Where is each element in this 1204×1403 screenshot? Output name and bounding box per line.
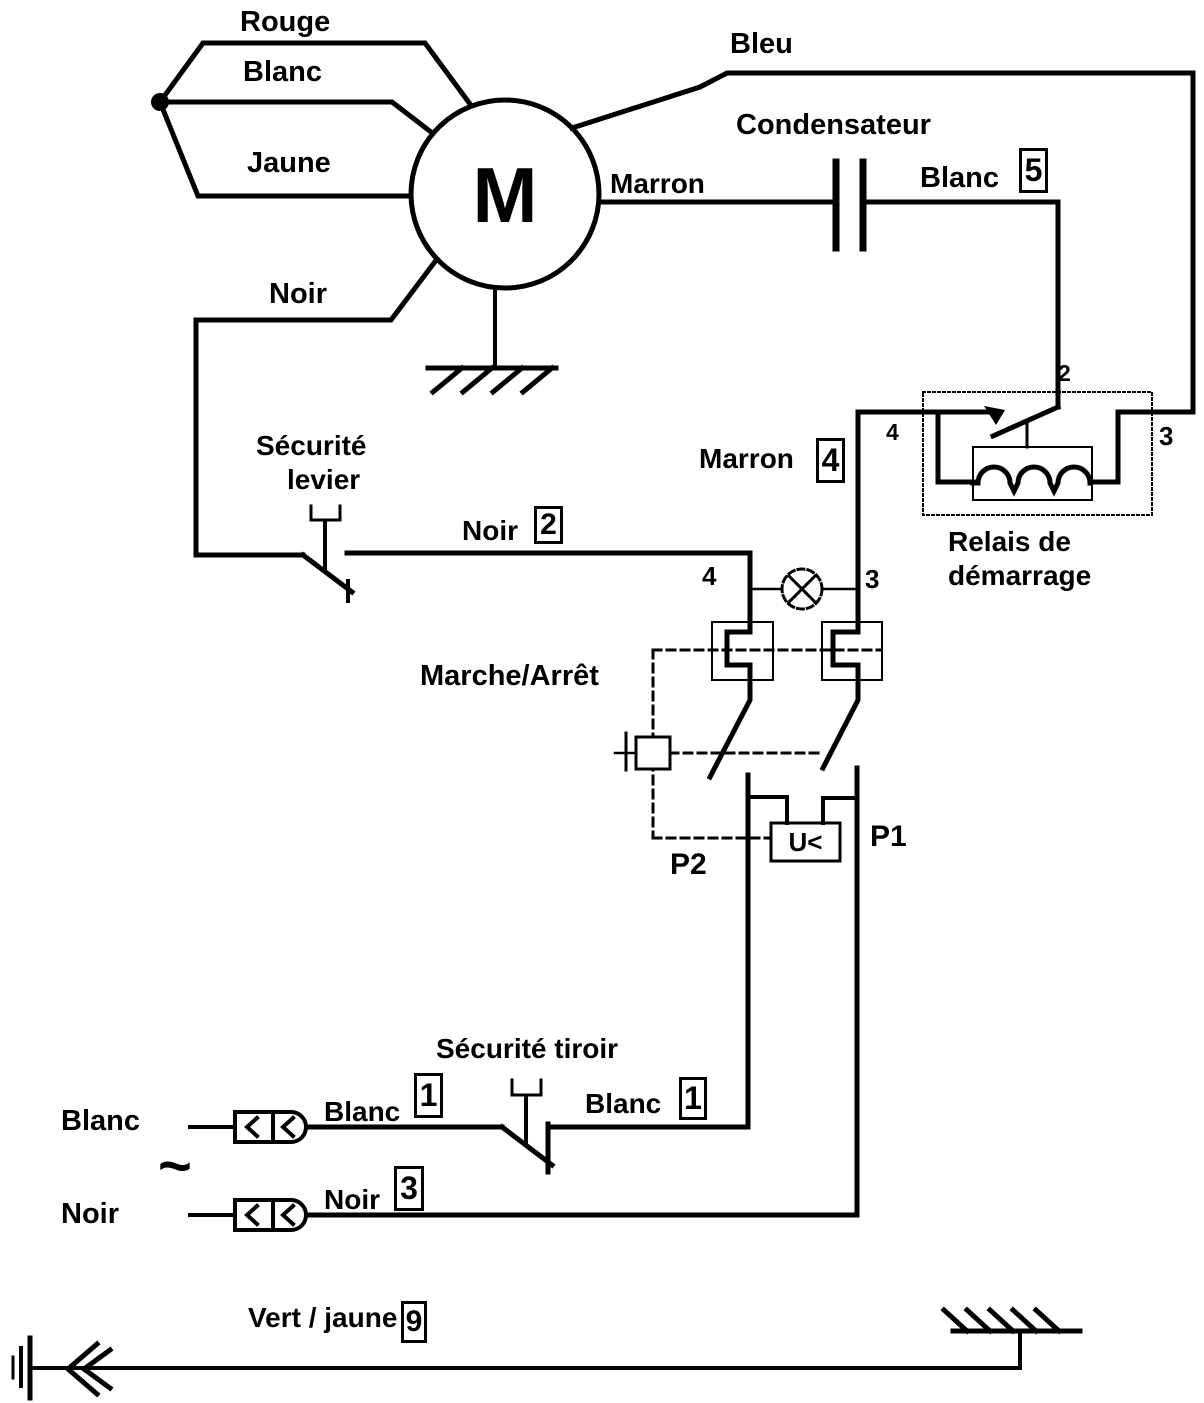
label-relay-terminal-3: 3 — [1159, 421, 1174, 451]
wire-noir-motor — [193, 255, 441, 558]
label-condensateur: Condensateur — [736, 109, 931, 141]
label-vert-jaune: Vert / jaune — [248, 1302, 398, 1333]
motor-symbol: M — [408, 97, 602, 396]
numbox-marron-mid: 4 — [816, 438, 845, 483]
start-relay — [855, 391, 1196, 516]
securite-tiroir-switch — [307, 1078, 751, 1175]
numbox-blanc-cap: 5 — [1019, 148, 1048, 193]
label-blanc-cap: Blanc — [920, 162, 999, 194]
numbox-vert-jaune: 9 — [401, 1301, 427, 1343]
uv-left-stub — [746, 795, 789, 825]
label-noir-mid: Noir — [462, 515, 518, 546]
numbox-noir-mid: 2 — [534, 506, 563, 544]
wire-blanc-cap — [864, 199, 1061, 410]
label-marron-mid: Marron — [699, 443, 794, 474]
relay-coil-box — [972, 446, 1093, 501]
blanc-connector-chevron-1 — [244, 1115, 260, 1139]
ground-symbol-right — [940, 1306, 1083, 1335]
label-relay-terminal-2: 2 — [1058, 360, 1071, 386]
wire-bleu — [568, 70, 1196, 415]
label-noir-motor: Noir — [269, 278, 327, 310]
blanc-connector-chevron-2 — [280, 1115, 296, 1139]
label-rouge: Rouge — [240, 6, 331, 38]
label-securite-levier-1: Sécurité — [256, 430, 367, 461]
noir-connector-chevron-2 — [280, 1203, 296, 1227]
capacitor-branch — [596, 158, 1061, 410]
motor-letter: M — [473, 151, 538, 239]
lamp-cross-2 — [786, 573, 818, 605]
label-marron: Marron — [610, 168, 705, 199]
label-p1: P1 — [870, 820, 907, 853]
numbox-blanc1-left: 1 — [414, 1073, 443, 1118]
noir-connector-body — [233, 1198, 275, 1232]
label-bleu: Bleu — [730, 28, 793, 60]
label-securite-levier-2: levier — [287, 464, 361, 495]
actuator-square — [634, 735, 672, 771]
relay-coil-right-wire — [1089, 409, 1196, 485]
uv-box — [769, 821, 842, 863]
label-relay-terminal-4: 4 — [886, 419, 899, 445]
label-input-blanc: Blanc — [61, 1105, 140, 1137]
label-blanc1-right: Blanc — [585, 1088, 662, 1119]
tiroir-blade — [498, 1123, 556, 1169]
blanc-connector-body — [233, 1110, 275, 1144]
wire-rouge — [156, 40, 474, 108]
relay-dotted-border — [922, 391, 1153, 516]
levier-blade — [299, 551, 356, 596]
label-marche-arret: Marche/Arrêt — [420, 660, 599, 692]
noir-connector-tip — [271, 1198, 308, 1232]
numbox-blanc1-right: 1 — [679, 1077, 707, 1120]
marche-arret-switch — [613, 567, 883, 840]
wire-blanc-top — [157, 99, 435, 136]
label-input-noir: Noir — [61, 1198, 119, 1230]
relay-coil-left-wire — [935, 409, 976, 485]
earth-run — [11, 1306, 1083, 1401]
securite-levier-switch — [299, 504, 356, 603]
tiroir-actuator-bracket-icon — [510, 1078, 543, 1097]
blanc-connector-tip — [271, 1110, 308, 1144]
label-switch-terminal-4: 4 — [702, 561, 717, 591]
label-switch-terminal-3: 3 — [865, 564, 880, 594]
uv-right-stub — [821, 796, 859, 825]
label-noir3: Noir — [324, 1184, 380, 1215]
ac-tilde-icon: ~ — [158, 1134, 192, 1199]
label-securite-tiroir: Sécurité tiroir — [436, 1033, 619, 1064]
label-undervoltage: U< — [788, 826, 823, 857]
wire-jaune — [156, 98, 414, 199]
label-blanc-top: Blanc — [243, 56, 322, 88]
ground-symbol-motor — [425, 364, 559, 396]
label-p2: P2 — [670, 848, 707, 881]
relay-coil-winding — [970, 464, 1093, 497]
earth-chevron-outer — [64, 1340, 101, 1398]
motor-leads — [151, 40, 474, 558]
input-connectors — [188, 1110, 308, 1232]
noir-connector-chevron-1 — [244, 1203, 260, 1227]
label-jaune: Jaune — [247, 147, 331, 179]
undervoltage-release — [307, 765, 860, 1218]
label-blanc1-left: Blanc — [324, 1096, 401, 1127]
relay-fixed-contact-arrow-icon — [984, 406, 1005, 425]
label-relay-name-1: Relais de — [948, 526, 1071, 557]
levier-actuator-bracket-icon — [309, 504, 342, 522]
wire-marron4-right-contact — [819, 409, 861, 772]
earth-chevron-inner — [79, 1346, 114, 1392]
label-relay-name-2: démarrage — [948, 560, 1092, 591]
wire-p1-vertical — [307, 765, 860, 1218]
numbox-noir3: 3 — [394, 1166, 424, 1211]
